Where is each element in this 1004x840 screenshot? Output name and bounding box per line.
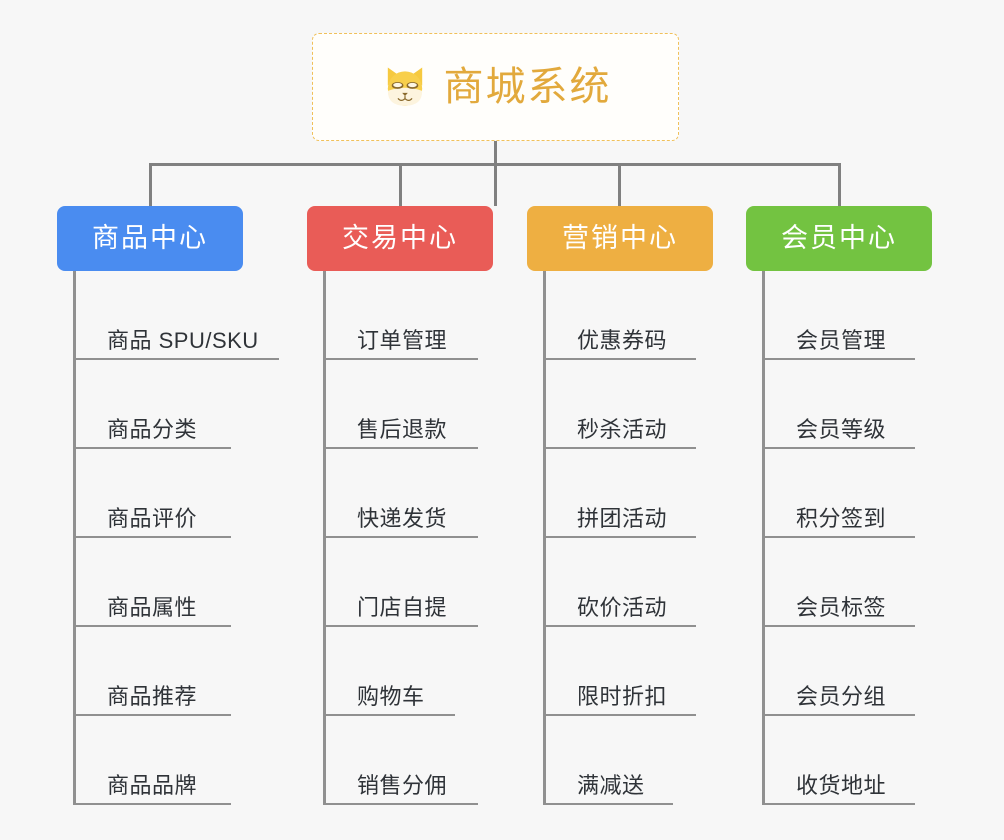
category-box[interactable]: 营销中心 <box>527 206 713 271</box>
leaf-rule <box>543 803 673 805</box>
connector-root-stub <box>494 141 497 206</box>
list-item[interactable]: 销售分佣 <box>323 716 543 805</box>
category-node-3[interactable]: 会员中心 <box>746 206 932 271</box>
leaf-rule <box>323 714 455 716</box>
category-label: 会员中心 <box>781 223 897 253</box>
leaf-label: 限时折扣 <box>577 684 668 709</box>
leaf-rule <box>73 714 231 716</box>
leaf-rule <box>323 358 478 360</box>
leaf-label: 快递发货 <box>357 506 448 531</box>
list-item[interactable]: 砍价活动 <box>543 538 763 627</box>
list-item[interactable]: 商品属性 <box>73 538 293 627</box>
list-item[interactable]: 会员标签 <box>762 538 982 627</box>
leaf-rule <box>73 536 231 538</box>
connector-bus <box>149 163 841 166</box>
list-item[interactable]: 门店自提 <box>323 538 543 627</box>
list-item[interactable]: 订单管理 <box>323 271 543 360</box>
leaf-rule <box>762 536 915 538</box>
leaf-rule <box>323 536 478 538</box>
leaf-rule <box>323 803 478 805</box>
leaf-rule <box>73 625 231 627</box>
leaf-rule <box>323 625 478 627</box>
leaf-label: 拼团活动 <box>577 506 668 531</box>
list-item[interactable]: 收货地址 <box>762 716 982 805</box>
leaf-label: 会员分组 <box>796 684 887 709</box>
list-item[interactable]: 商品推荐 <box>73 627 293 716</box>
leaf-label: 会员等级 <box>796 417 887 442</box>
root-node[interactable]: 商城系统 <box>312 33 679 141</box>
leaf-label: 商品品牌 <box>107 773 198 798</box>
list-item[interactable]: 会员分组 <box>762 627 982 716</box>
leaf-rule <box>73 803 231 805</box>
leaf-rule <box>323 447 478 449</box>
list-item[interactable]: 会员等级 <box>762 360 982 449</box>
leaf-rule <box>543 536 696 538</box>
leaf-label: 会员标签 <box>796 595 887 620</box>
leaf-label: 销售分佣 <box>357 773 448 798</box>
category-label: 营销中心 <box>562 223 678 253</box>
leaf-rule <box>73 447 231 449</box>
leaf-label: 优惠券码 <box>577 328 668 353</box>
list-item[interactable]: 商品评价 <box>73 449 293 538</box>
leaf-rule <box>543 625 696 627</box>
leaf-label: 收货地址 <box>796 773 887 798</box>
list-item[interactable]: 优惠券码 <box>543 271 763 360</box>
connector-drop-2 <box>618 163 621 208</box>
list-item[interactable]: 秒杀活动 <box>543 360 763 449</box>
branch-list-1: 订单管理 售后退款 快递发货 门店自提 购物车 销售分佣 <box>323 271 543 805</box>
shiba-dog-face-icon <box>387 67 422 106</box>
leaf-rule <box>543 447 696 449</box>
connector-drop-0 <box>149 163 152 208</box>
list-item[interactable]: 快递发货 <box>323 449 543 538</box>
leaf-rule <box>762 714 915 716</box>
leaf-label: 秒杀活动 <box>577 417 668 442</box>
category-node-1[interactable]: 交易中心 <box>307 206 493 271</box>
list-item[interactable]: 售后退款 <box>323 360 543 449</box>
root-title: 商城系统 <box>443 65 612 109</box>
category-label: 商品中心 <box>92 223 208 253</box>
leaf-label: 商品 SPU/SKU <box>107 328 259 353</box>
leaf-label: 商品评价 <box>107 506 198 531</box>
connector-drop-3 <box>838 163 841 208</box>
leaf-label: 满减送 <box>577 773 645 798</box>
category-node-0[interactable]: 商品中心 <box>57 206 243 271</box>
leaf-label: 购物车 <box>357 684 425 709</box>
leaf-label: 商品分类 <box>107 417 198 442</box>
branch-list-0: 商品 SPU/SKU 商品分类 商品评价 商品属性 商品推荐 商品品牌 <box>73 271 293 805</box>
list-item[interactable]: 满减送 <box>543 716 763 805</box>
leaf-rule <box>762 803 915 805</box>
category-box[interactable]: 会员中心 <box>746 206 932 271</box>
leaf-label: 订单管理 <box>357 328 448 353</box>
leaf-label: 会员管理 <box>796 328 887 353</box>
list-item[interactable]: 商品分类 <box>73 360 293 449</box>
leaf-rule <box>543 358 696 360</box>
leaf-label: 商品属性 <box>107 595 198 620</box>
leaf-rule <box>73 358 279 360</box>
category-box[interactable]: 商品中心 <box>57 206 243 271</box>
list-item[interactable]: 购物车 <box>323 627 543 716</box>
list-item[interactable]: 拼团活动 <box>543 449 763 538</box>
leaf-label: 售后退款 <box>357 417 448 442</box>
leaf-rule <box>762 625 915 627</box>
list-item[interactable]: 会员管理 <box>762 271 982 360</box>
list-item[interactable]: 商品 SPU/SKU <box>73 271 293 360</box>
leaf-label: 积分签到 <box>796 506 887 531</box>
leaf-rule <box>762 358 915 360</box>
leaf-rule <box>543 714 696 716</box>
list-item[interactable]: 商品品牌 <box>73 716 293 805</box>
category-node-2[interactable]: 营销中心 <box>527 206 713 271</box>
leaf-label: 门店自提 <box>357 595 448 620</box>
list-item[interactable]: 限时折扣 <box>543 627 763 716</box>
leaf-label: 砍价活动 <box>577 595 668 620</box>
connector-drop-1 <box>399 163 402 208</box>
list-item[interactable]: 积分签到 <box>762 449 982 538</box>
leaf-rule <box>762 447 915 449</box>
branch-list-2: 优惠券码 秒杀活动 拼团活动 砍价活动 限时折扣 满减送 <box>543 271 763 805</box>
leaf-label: 商品推荐 <box>107 684 198 709</box>
category-label: 交易中心 <box>342 223 458 253</box>
branch-list-3: 会员管理 会员等级 积分签到 会员标签 会员分组 收货地址 <box>762 271 982 805</box>
category-box[interactable]: 交易中心 <box>307 206 493 271</box>
